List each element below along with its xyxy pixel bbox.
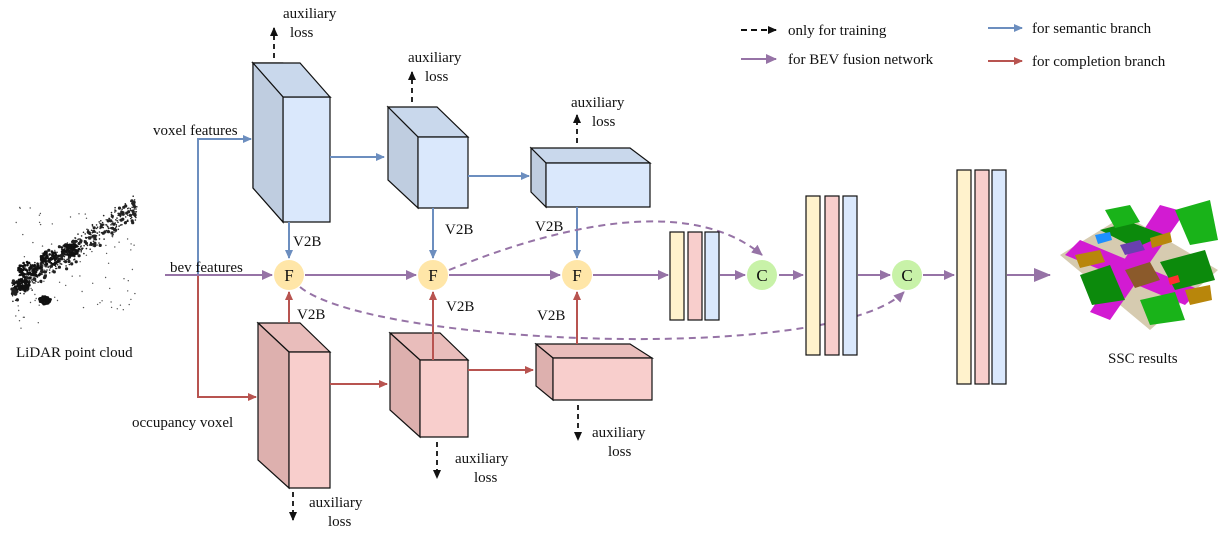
aux-label-sem-2: auxiliary [408,50,462,66]
feature-bar [974,169,990,385]
aux-label-sem-1: auxiliary [283,6,337,22]
v2b-label-sem-2: V2B [445,222,473,238]
skip-connections [299,220,905,341]
feature-bar [805,195,821,356]
fusion-node-1: F [274,260,304,290]
completion-cube-1 [256,321,332,490]
fusion-node-2-label: F [428,266,437,285]
loss-label-comp-1: loss [328,514,352,530]
loss-label-sem-1: loss [290,25,314,41]
bev-features-label: bev features [170,260,243,276]
aux-label-comp-1: auxiliary [309,495,363,511]
feature-bars-3 [956,169,1007,385]
completion-cube-3 [534,342,655,402]
feature-bar [824,195,840,356]
v2b-arrows [285,207,581,360]
concat-node-1-label: C [756,266,767,285]
aux-arrows [270,27,582,521]
completion-cube-2 [388,331,470,439]
fusion-node-3-label: F [572,266,581,285]
aux-label-comp-2: auxiliary [455,451,509,467]
semantic-cube-1 [251,61,332,224]
feature-bar [687,231,703,321]
v2b-label-sem-1: V2B [293,234,321,250]
cube-arrows [330,153,534,388]
legend-semantic-label: for semantic branch [1032,21,1152,37]
lidar-point-cloud-icon [10,195,138,329]
feature-bar [842,195,858,356]
concat-node-1: C [747,260,777,290]
loss-label-sem-2: loss [425,69,449,85]
v2b-label-comp-2: V2B [446,299,474,315]
v2b-label-comp-1: V2B [297,307,325,323]
input-routing [197,135,257,401]
aux-label-comp-3: auxiliary [592,425,646,441]
loss-label-comp-2: loss [474,470,498,486]
fusion-node-2: F [418,260,448,290]
feature-bars-2 [805,195,858,356]
ssc-segmented-scene-icon [1060,200,1218,330]
v2b-label-sem-3: V2B [535,219,563,235]
fusion-node-3: F [562,260,592,290]
feature-bars-1 [669,231,720,321]
ssc-results-label: SSC results [1108,351,1178,367]
loss-label-comp-3: loss [608,444,632,460]
feature-bar [991,169,1007,385]
semantic-cube-2 [386,105,470,210]
concat-node-2: C [892,260,922,290]
loss-label-sem-3: loss [592,114,616,130]
fusion-node-1-label: F [284,266,293,285]
concat-node-2-label: C [901,266,912,285]
feature-bar [704,231,720,321]
legend-bev-label: for BEV fusion network [788,52,934,68]
aux-label-sem-3: auxiliary [571,95,625,111]
feature-bar [669,231,685,321]
legend-completion-label: for completion branch [1032,54,1166,70]
occupancy-voxel-label: occupancy voxel [132,415,233,431]
legend: only for training for BEV fusion network… [741,21,1166,70]
semantic-cube-3 [529,146,652,209]
voxel-features-label: voxel features [153,123,238,139]
v2b-label-comp-3: V2B [537,308,565,324]
lidar-label: LiDAR point cloud [16,345,133,361]
legend-training-label: only for training [788,23,887,39]
feature-bar [956,169,972,385]
